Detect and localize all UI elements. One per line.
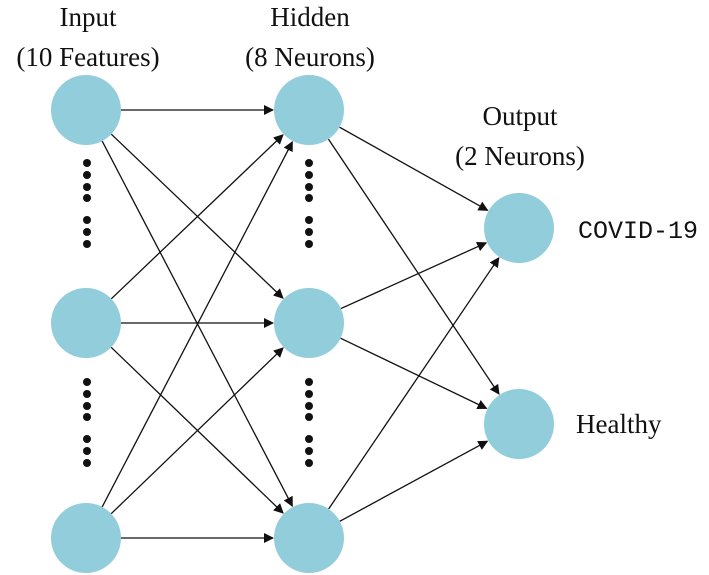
input-ellipsis-upper-dot-2 <box>83 171 91 179</box>
output-layer-subtitle: (2 Neurons) <box>455 141 585 171</box>
input-ellipsis-upper-dot-4 <box>83 194 91 202</box>
input-ellipsis-lower-dot-2 <box>83 390 91 398</box>
input-ellipsis-upper-dot-3 <box>83 183 91 191</box>
edge-input3-hidden1 <box>101 141 293 508</box>
input-ellipsis-upper-dot-7 <box>83 240 91 248</box>
input-node-3 <box>51 503 121 573</box>
hidden-layer-subtitle: (8 Neurons) <box>245 42 375 72</box>
input-ellipsis-lower-dot-6 <box>83 447 91 455</box>
edge-hidden3-output1 <box>328 256 500 510</box>
output-layer-title: Output <box>482 101 558 131</box>
hidden-ellipsis-lower-dot-4 <box>305 413 313 421</box>
hidden-ellipsis-lower-dot-5 <box>305 435 313 443</box>
hidden-ellipsis-lower-dot-2 <box>305 390 313 398</box>
edge-hidden1-output1 <box>339 126 489 211</box>
hidden-ellipsis-upper-dot-7 <box>305 240 313 248</box>
input-ellipsis-lower-dot-4 <box>83 413 91 421</box>
input-ellipsis-lower-dot-7 <box>83 459 91 467</box>
output-label-covid: COVID-19 <box>578 217 698 246</box>
hidden-ellipsis-lower-dot-7 <box>305 459 313 467</box>
hidden-node-1 <box>274 75 344 145</box>
hidden-node-2 <box>274 288 344 358</box>
input-ellipsis-lower-dot-1 <box>83 378 91 386</box>
connection-lines <box>101 105 500 543</box>
hidden-ellipsis-lower-dot-1 <box>305 378 313 386</box>
input-ellipsis-upper-dot-5 <box>83 216 91 224</box>
output-node-1 <box>484 193 554 263</box>
output-label-healthy: Healthy <box>576 409 662 439</box>
input-ellipsis-lower-dot-3 <box>83 402 91 410</box>
input-layer-title: Input <box>60 2 117 32</box>
neuron-nodes <box>51 75 554 573</box>
hidden-ellipsis-upper-dot-2 <box>305 171 313 179</box>
input-ellipsis-lower-dot-5 <box>83 435 91 443</box>
ellipsis-dots <box>83 159 313 467</box>
edge-hidden2-output1 <box>340 241 488 310</box>
input-ellipsis-upper-dot-1 <box>83 159 91 167</box>
input-layer-subtitle: (10 Features) <box>16 42 159 72</box>
hidden-ellipsis-lower-dot-6 <box>305 447 313 455</box>
hidden-ellipsis-upper-dot-1 <box>305 159 313 167</box>
edge-input3-hidden2 <box>110 347 284 515</box>
edge-hidden1-output2 <box>327 138 500 395</box>
hidden-ellipsis-upper-dot-6 <box>305 228 313 236</box>
output-node-2 <box>484 389 554 459</box>
hidden-node-3 <box>274 503 344 573</box>
input-node-1 <box>51 75 121 145</box>
hidden-ellipsis-upper-dot-4 <box>305 194 313 202</box>
hidden-layer-title: Hidden <box>270 2 350 32</box>
hidden-ellipsis-upper-dot-5 <box>305 216 313 224</box>
edge-hidden2-output2 <box>340 337 488 410</box>
hidden-ellipsis-upper-dot-3 <box>305 183 313 191</box>
edge-input2-hidden1 <box>110 134 284 300</box>
hidden-ellipsis-lower-dot-3 <box>305 402 313 410</box>
input-ellipsis-upper-dot-6 <box>83 228 91 236</box>
edge-hidden3-output2 <box>339 440 489 522</box>
input-node-2 <box>51 288 121 358</box>
